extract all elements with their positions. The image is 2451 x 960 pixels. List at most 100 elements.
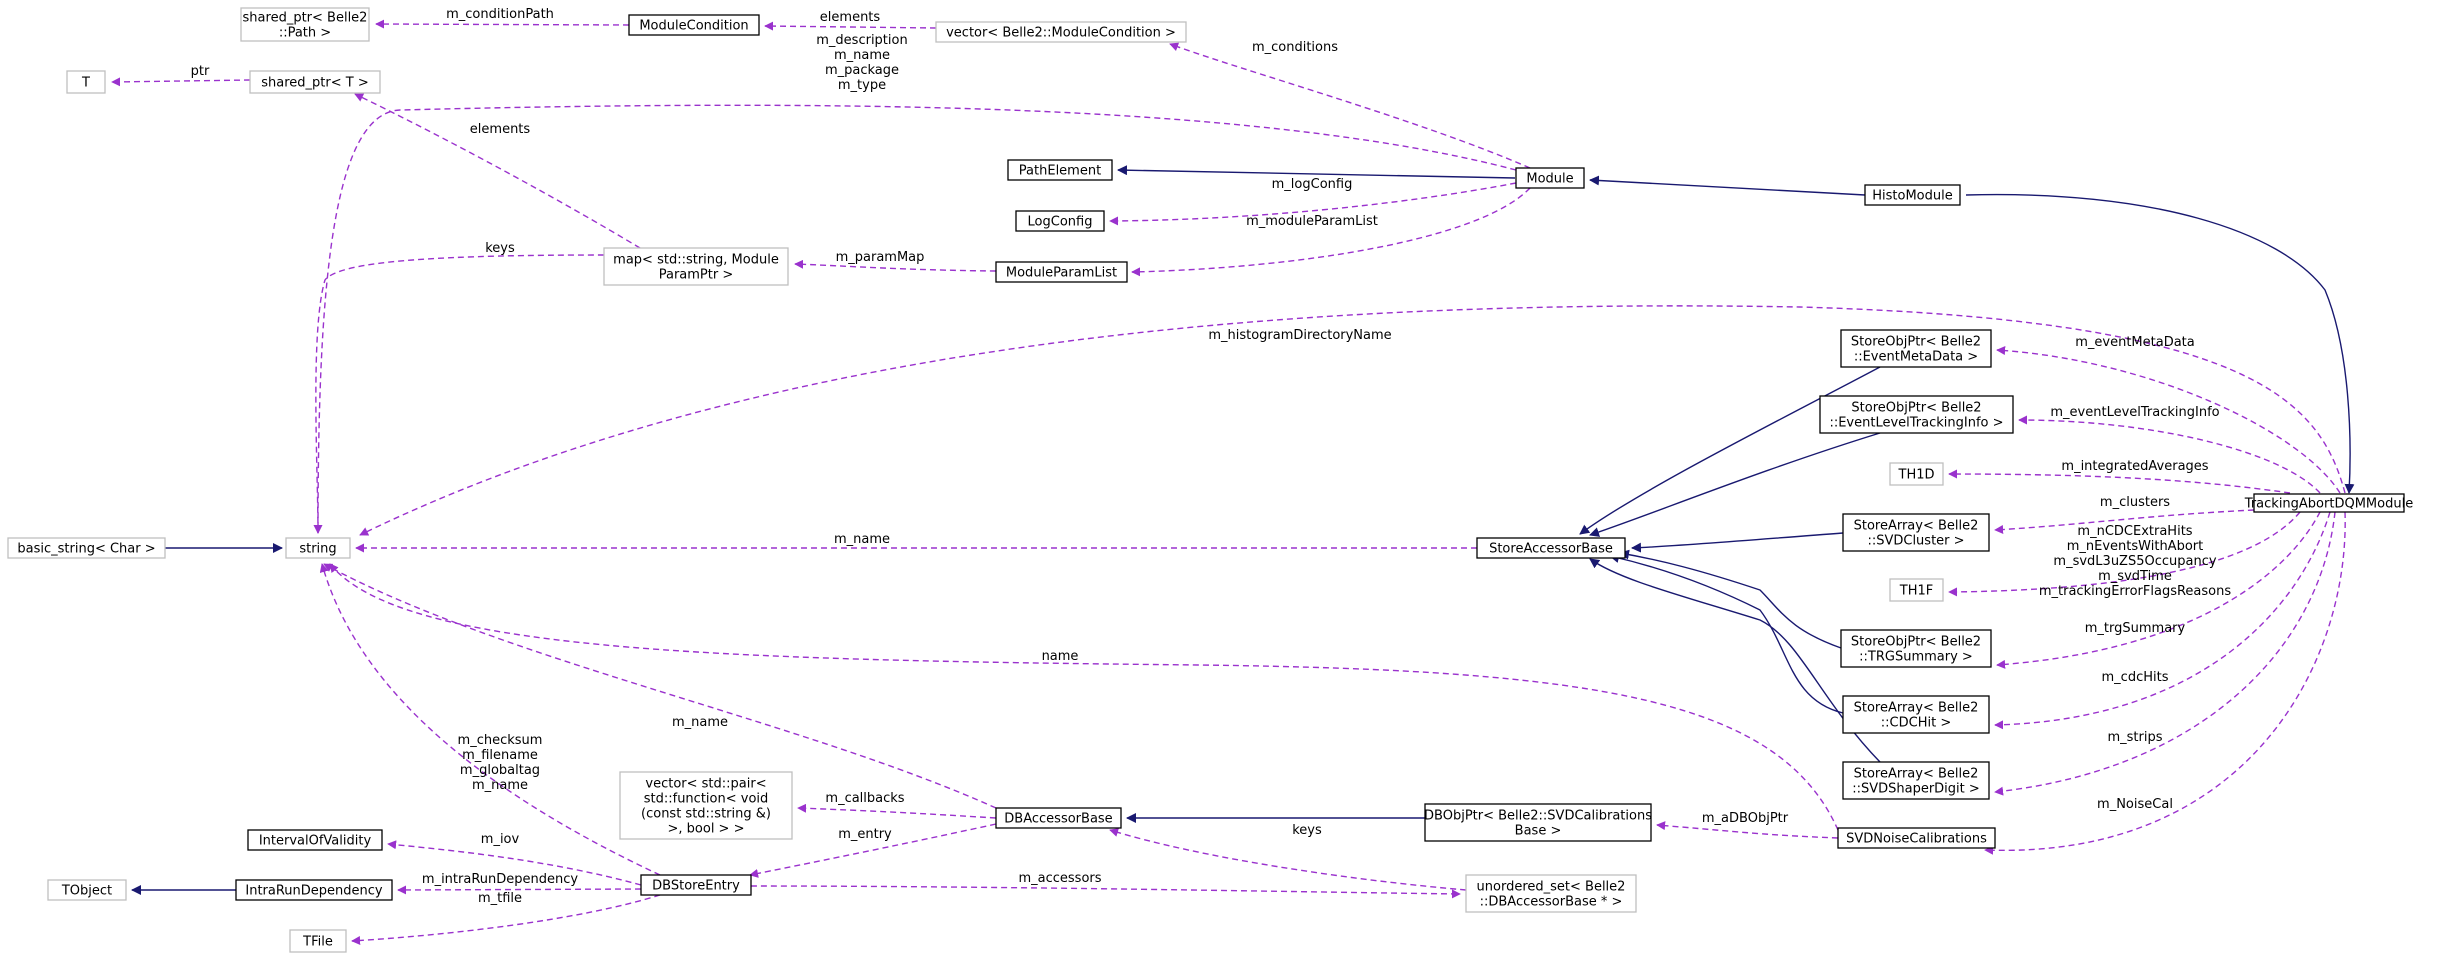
node-module[interactable]: Module: [1515, 167, 1585, 189]
usage-arrow: [313, 104, 1517, 534]
usage-arrow: [1656, 821, 1839, 839]
inheritance-arrow: [1589, 432, 1881, 537]
node-logconfig[interactable]: LogConfig: [1015, 210, 1105, 232]
edge-label-m-a-dbobj-ptr: m_aDBObjPtr: [1702, 811, 1789, 826]
edge-sa_svdcluster-to-tracking: m_clusters: [1994, 495, 2255, 535]
node-storeaccessorbase[interactable]: StoreAccessorBase: [1476, 537, 1626, 559]
inheritance-arrow: [1631, 532, 1844, 553]
node-box: [935, 21, 1187, 43]
node-sop-emd[interactable]: StoreObjPtr< Belle2::EventMetaData >: [1840, 329, 1992, 368]
edge-unordered_set-to-dbstoreentry: m_accessors: [750, 871, 1461, 899]
node-box: [1819, 395, 2014, 434]
node-box: [1476, 537, 1626, 559]
node-sop-trg[interactable]: StoreObjPtr< Belle2::TRGSummary >: [1840, 629, 1992, 668]
node-histomodule[interactable]: HistoModule: [1864, 184, 1961, 206]
node-tracking[interactable]: TrackingAbortDQMModule: [2244, 493, 2413, 513]
node-pathelement[interactable]: PathElement: [1007, 159, 1113, 181]
edge-storeaccessorbase-to-sop_trg: [1619, 549, 1842, 649]
usage-arrow: [2018, 415, 2321, 494]
edge-label-m-entry: m_entry: [838, 827, 892, 842]
edge-sa_cdchit-to-tracking: m_cdcHits: [1994, 511, 2331, 730]
usage-arrow: [1996, 346, 2341, 494]
node-modulecondition[interactable]: ModuleCondition: [628, 14, 760, 36]
node-box: [247, 829, 383, 851]
node-moduleparamlist[interactable]: ModuleParamList: [995, 261, 1128, 283]
node-sp-path: shared_ptr< Belle2::Path >: [240, 7, 370, 42]
node-label: StoreObjPtr< Belle2: [1851, 401, 1981, 416]
edge-string-to-svdnoise: name: [329, 563, 1839, 831]
node-sa-cdchit[interactable]: StoreArray< Belle2::CDCHit >: [1842, 695, 1990, 734]
edge-sp_t-to-map: elements: [354, 93, 641, 249]
edge-sa_svdshaper-to-tracking: m_strips: [1994, 511, 2336, 796]
node-box: [235, 879, 393, 901]
edge-label-m-tfile: m_tfile: [478, 891, 522, 906]
edge-th1f-to-tracking: m_nCDCExtraHitsm_nEventsWithAbortm_svdL3…: [1948, 511, 2301, 599]
edge-label-keys: keys: [485, 241, 515, 256]
edge-vec_modcond-to-module: m_conditions: [1169, 40, 1531, 169]
usage-arrow: [351, 894, 661, 945]
node-th1d: TH1D: [1889, 462, 1944, 486]
usage-arrow: [375, 19, 630, 29]
node-label: vector< Belle2::ModuleCondition >: [946, 26, 1176, 41]
node-sa-svdshaper[interactable]: StoreArray< Belle2::SVDShaperDigit >: [1842, 761, 1990, 800]
edge-label-m-tracking-error-flags-reasons: m_trackingErrorFlagsReasons: [2039, 584, 2231, 599]
inheritance-arrow: [1589, 558, 1881, 763]
edge-intrarundependency-to-dbstoreentry: m_intraRunDependency: [397, 872, 642, 895]
edge-label-elements: elements: [470, 122, 531, 137]
edge-string-to-tracking: m_histogramDirectoryName: [359, 305, 2346, 536]
node-box: [1842, 513, 1990, 552]
inheritance-arrow: [1579, 366, 1881, 535]
node-box: [2253, 493, 2405, 513]
edge-dbobjptr-to-svdnoise: m_aDBObjPtr: [1656, 811, 1839, 839]
inheritance-arrow: [1117, 165, 1516, 179]
edge-t-to-sp_t: ptr: [111, 64, 251, 87]
node-intrarundependency[interactable]: IntraRunDependency: [235, 879, 393, 901]
edge-label-m-iov: m_iov: [481, 832, 520, 847]
node-box: [995, 261, 1128, 283]
node-label: ::CDCHit >: [1881, 716, 1951, 731]
inheritance-arrow: [1965, 193, 2355, 494]
node-label: IntraRunDependency: [245, 884, 383, 899]
node-dbaccessorbase[interactable]: DBAccessorBase: [995, 807, 1122, 829]
node-label: unordered_set< Belle2: [1477, 880, 1626, 895]
usage-arrow: [750, 885, 1461, 899]
edge-sop_emd-to-tracking: m_eventMetaData: [1996, 335, 2341, 494]
edge-moduleparamlist-to-module: m_moduleParamList: [1131, 187, 1531, 277]
node-sop-elti[interactable]: StoreObjPtr< Belle2::EventLevelTrackingI…: [1819, 395, 2014, 434]
usage-arrow: [397, 885, 642, 895]
node-sp-t: shared_ptr< T >: [249, 70, 381, 94]
edge-vec_pair-to-dbaccessorbase: m_callbacks: [797, 791, 997, 819]
node-label: StoreObjPtr< Belle2: [1851, 635, 1981, 650]
node-label: ::EventLevelTrackingInfo >: [1829, 416, 2003, 431]
node-label: shared_ptr< T >: [261, 76, 368, 91]
edge-svdnoise-to-tracking: m_NoiseCal: [1984, 511, 2346, 855]
node-vec-pair: vector< std::pair<std::function< void(co…: [619, 771, 793, 840]
node-label: vector< std::pair<: [645, 777, 766, 792]
node-tfile: TFile: [289, 929, 347, 953]
edge-pathelement-to-module: [1117, 165, 1516, 179]
node-label: DBObjPtr< Belle2::SVDCalibrations: [1424, 809, 1652, 824]
usage-arrow: [1169, 42, 1531, 169]
node-label: std::function< void: [644, 792, 769, 807]
edge-label-m-package: m_package: [825, 63, 899, 78]
node-intervalofvalidity[interactable]: IntervalOfValidity: [247, 829, 383, 851]
edge-modulecondition-to-vec_modcond: elements: [764, 10, 937, 31]
usage-arrow: [797, 803, 997, 819]
node-label: SVDNoiseCalibrations: [1846, 832, 1987, 847]
edge-sop_trg-to-tracking: m_trgSummary: [1996, 511, 2321, 669]
node-label: basic_string< Char >: [17, 542, 155, 557]
node-svdnoise[interactable]: SVDNoiseCalibrations: [1837, 827, 1996, 849]
node-box: [7, 537, 166, 559]
edge-dbstoreentry-to-dbaccessorbase: m_entry: [749, 823, 997, 878]
usage-arrow: [111, 77, 251, 87]
node-label: DBAccessorBase: [1004, 812, 1112, 827]
node-th1f: TH1F: [1889, 578, 1944, 602]
edge-module-to-histomodule: [1589, 175, 1866, 196]
node-label: map< std::string, Module: [613, 253, 779, 268]
edge-label-m-n-cdcextra-hits: m_nCDCExtraHits: [2077, 524, 2192, 539]
usage-arrow: [1109, 828, 1467, 891]
node-sa-svdcluster[interactable]: StoreArray< Belle2::SVDCluster >: [1842, 513, 1990, 552]
node-dbstoreentry[interactable]: DBStoreEntry: [640, 874, 752, 896]
node-label: ParamPtr >: [659, 268, 734, 283]
